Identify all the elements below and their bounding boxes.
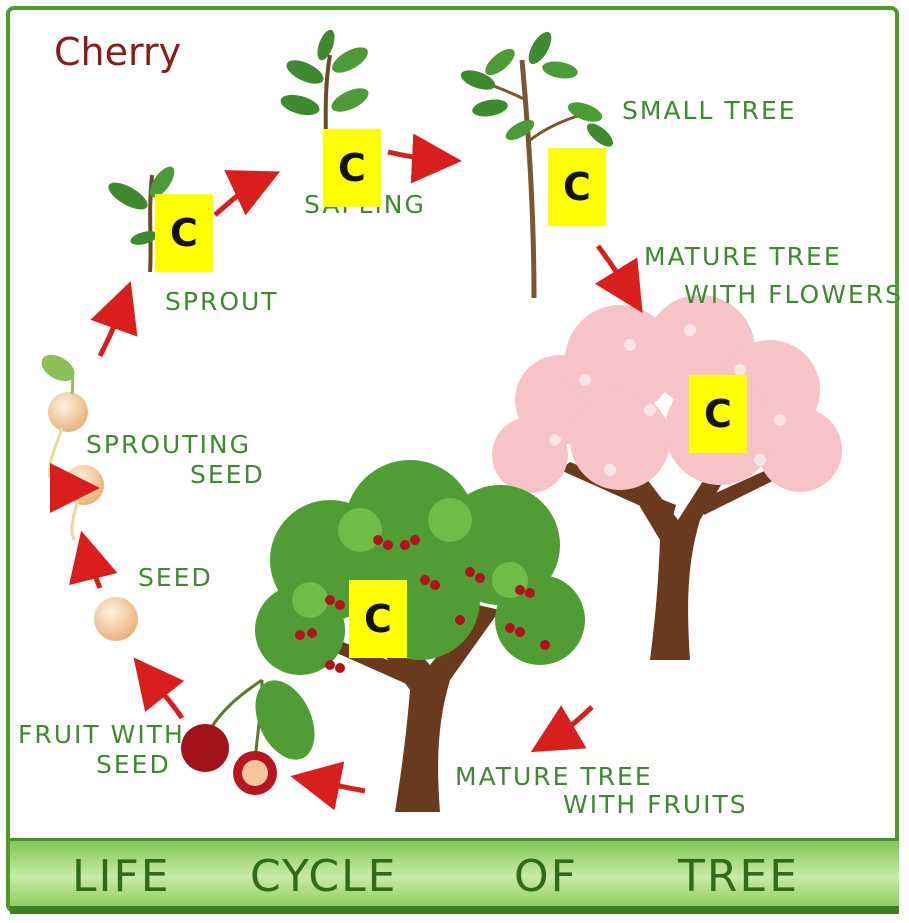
label-fruit-seed: FRUIT WITH SEED: [18, 720, 185, 780]
banner-word-tree: TREE: [678, 851, 799, 902]
label-mature-flowers: MATURE TREE WITH FLOWERS: [644, 242, 903, 310]
badge-small-tree: C: [548, 148, 606, 226]
label-mature-fruits: MATURE TREE WITH FRUITS: [455, 762, 748, 820]
label-sprout: SPROUT: [165, 287, 279, 317]
label-sprouting-seed: SPROUTING SEED: [86, 430, 265, 490]
fruiting-tree: [255, 460, 585, 812]
banner-word-cycle: CYCLE: [250, 851, 397, 902]
cherry-fruit: [181, 671, 326, 795]
badge-sapling: C: [323, 129, 381, 207]
banner-word-of: OF: [514, 851, 578, 902]
label-fruit-seed-line2: SEED: [96, 750, 185, 780]
life-cycle-banner: LIFE CYCLE OF TREE: [10, 838, 899, 914]
label-mature-flowers-line2: WITH FLOWERS: [684, 280, 903, 310]
badge-fruiting-tree: C: [349, 580, 407, 658]
label-sprouting-line2: SEED: [190, 460, 265, 490]
label-mature-fruits-line2: WITH FRUITS: [563, 790, 748, 820]
seed-column: [37, 349, 138, 641]
label-mature-fruits-line1: MATURE TREE: [455, 762, 748, 792]
badge-sprout: C: [155, 194, 213, 272]
badge-flowering-tree: C: [689, 375, 747, 453]
diagram-title: Cherry: [54, 30, 181, 74]
label-fruit-seed-line1: FRUIT WITH: [18, 720, 185, 750]
label-small-tree: SMALL TREE: [622, 96, 797, 126]
label-sprouting-line1: SPROUTING: [86, 430, 265, 460]
label-seed: SEED: [138, 563, 213, 593]
label-mature-flowers-line1: MATURE TREE: [644, 242, 903, 272]
banner-word-life: LIFE: [72, 851, 171, 902]
